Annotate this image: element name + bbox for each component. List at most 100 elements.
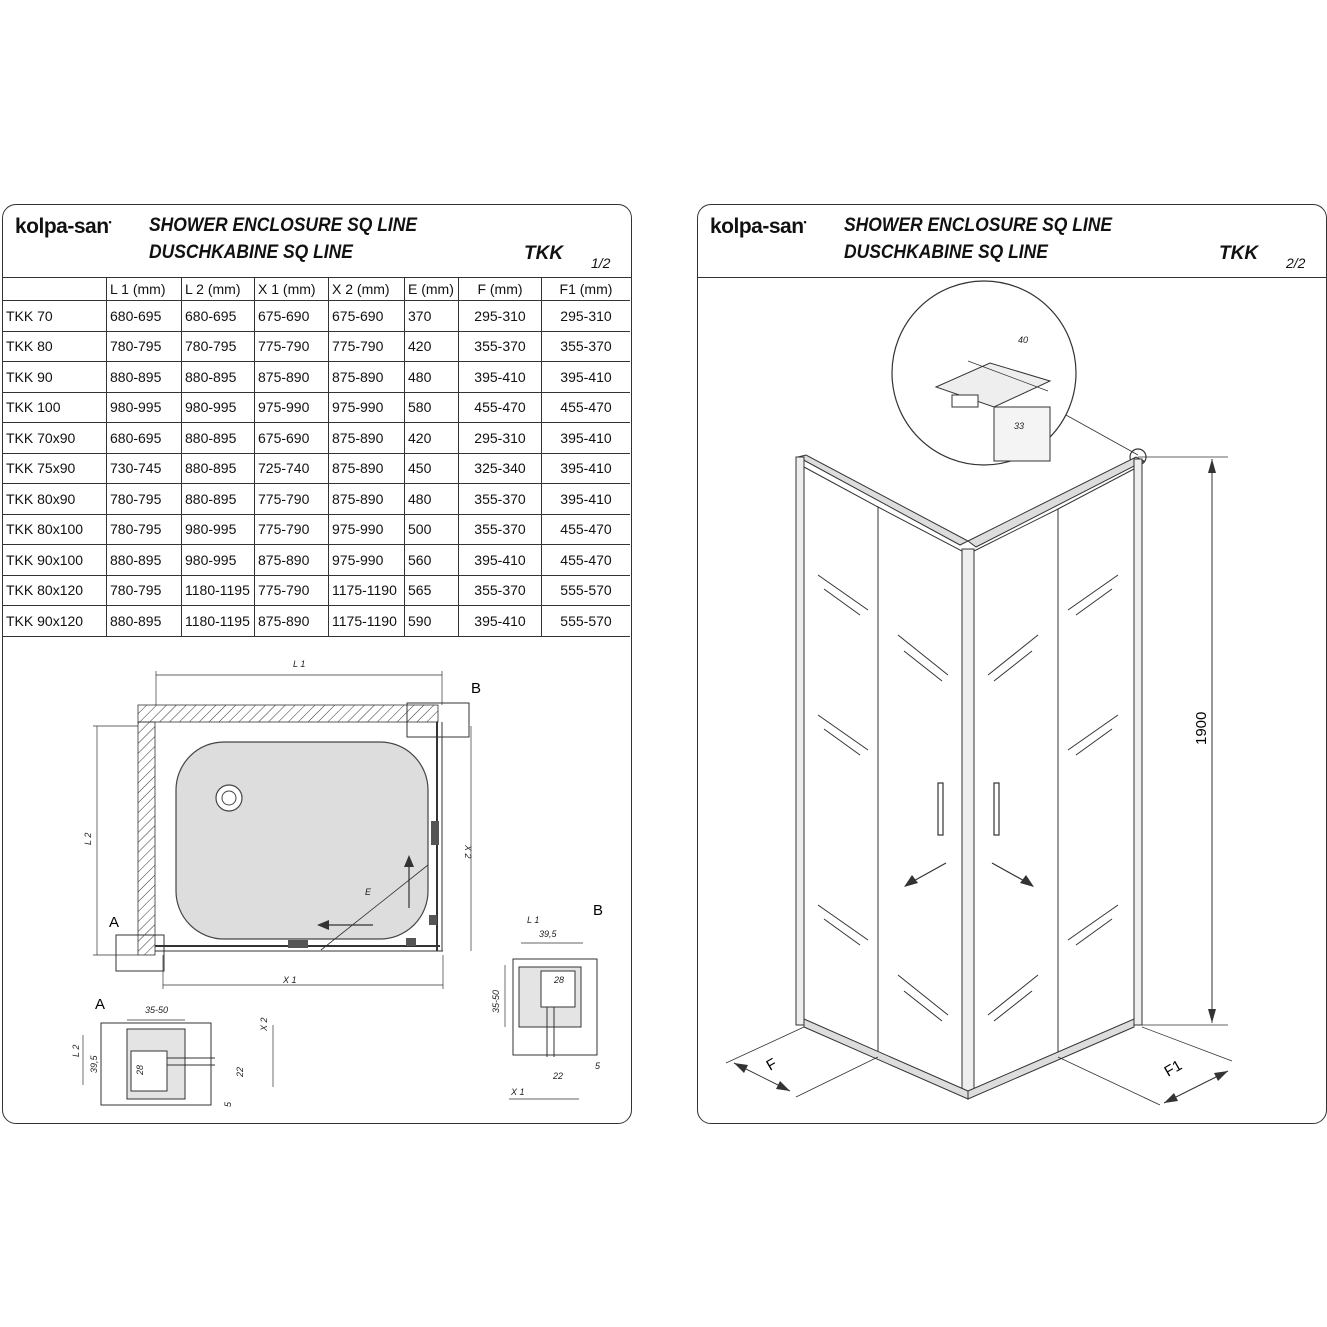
door-handle-right bbox=[993, 782, 1000, 836]
floor-plan-drawing: E L 1 L 2 X 2 X 1 A B A 35-50 L 2 39,5 2… bbox=[71, 659, 603, 1107]
value-cell: 395-410 bbox=[458, 544, 542, 576]
f1-ext-1 bbox=[1141, 1026, 1233, 1062]
label-l2: L 2 bbox=[83, 833, 93, 845]
brand-logo: kolpa-san• bbox=[710, 215, 807, 238]
value-cell: 775-790 bbox=[328, 330, 405, 362]
detail-a-g: 22 bbox=[235, 1067, 245, 1078]
spec-sheet-page-1: kolpa-san• SHOWER ENCLOSURE SQ LINE DUSC… bbox=[2, 204, 632, 1124]
value-cell: 395-410 bbox=[541, 483, 630, 515]
label-x2: X 2 bbox=[463, 844, 473, 859]
brand-text: kolpa-san bbox=[15, 215, 109, 238]
value-cell: 395-410 bbox=[541, 452, 630, 484]
value-cell: 450 bbox=[404, 452, 459, 484]
detail-b-g: 22 bbox=[552, 1071, 563, 1081]
post-right bbox=[1133, 458, 1143, 1026]
dimension-table: L 1 (mm) L 2 (mm) X 1 (mm) X 2 (mm) E (m… bbox=[3, 278, 630, 637]
value-cell: 395-410 bbox=[458, 361, 542, 393]
value-cell: 880-895 bbox=[106, 605, 182, 637]
value-cell: 980-995 bbox=[181, 513, 255, 545]
value-cell: 780-795 bbox=[106, 513, 182, 545]
detail-a-channel bbox=[130, 1050, 168, 1092]
value-cell: 875-890 bbox=[328, 452, 405, 484]
value-cell: 355-370 bbox=[458, 513, 542, 545]
title-en: SHOWER ENCLOSURE SQ LINE bbox=[844, 215, 1113, 236]
value-cell: 555-570 bbox=[541, 574, 630, 606]
post-left bbox=[795, 456, 805, 1026]
handle-side bbox=[431, 821, 439, 845]
value-cell: 325-340 bbox=[458, 452, 542, 484]
f1-ext-2 bbox=[1057, 1056, 1161, 1106]
panel-right-fixed bbox=[1057, 468, 1135, 1058]
f1-label: F1 bbox=[1162, 1057, 1186, 1080]
dim-e-line bbox=[320, 864, 429, 951]
model-cell: TKK 90x120 bbox=[3, 605, 107, 637]
f-label: F bbox=[764, 1055, 780, 1074]
model-cell: TKK 80 bbox=[3, 330, 107, 362]
detail-a-h: 39,5 bbox=[89, 1054, 99, 1073]
value-cell: 975-990 bbox=[328, 391, 405, 423]
value-cell: 775-790 bbox=[254, 330, 329, 362]
brand-logo: kolpa-san• bbox=[15, 215, 112, 238]
value-cell: 975-990 bbox=[328, 513, 405, 545]
value-cell: 730-745 bbox=[106, 452, 182, 484]
detail-a-p: 28 bbox=[135, 1065, 145, 1076]
value-cell: 455-470 bbox=[541, 513, 630, 545]
value-cell: 565 bbox=[404, 574, 459, 606]
arrow-head-up bbox=[404, 855, 414, 867]
value-cell: 1180-1195 bbox=[181, 605, 255, 637]
f1-arrow-2 bbox=[1164, 1093, 1178, 1103]
profile-channel bbox=[951, 394, 979, 408]
roller-front bbox=[406, 938, 416, 946]
callout-b-box bbox=[406, 702, 470, 738]
value-cell: 675-690 bbox=[328, 300, 405, 332]
value-cell: 355-370 bbox=[458, 330, 542, 362]
label-x1: X 1 bbox=[282, 975, 297, 985]
shower-tray bbox=[175, 741, 429, 940]
value-cell: 355-370 bbox=[541, 330, 630, 362]
value-cell: 880-895 bbox=[181, 452, 255, 484]
glass-reflections bbox=[817, 574, 1119, 1022]
height-label: 1900 bbox=[1193, 712, 1210, 745]
model-cell: TKK 80x120 bbox=[3, 574, 107, 606]
detail-b-s: 5 bbox=[595, 1061, 601, 1071]
value-cell: 295-310 bbox=[458, 300, 542, 332]
callout-a-label: A bbox=[109, 914, 119, 931]
detail-b-h: 35-50 bbox=[491, 990, 501, 1013]
profile-dim-a-label: 40 bbox=[1018, 335, 1028, 345]
value-cell: 395-410 bbox=[541, 361, 630, 393]
value-cell: 355-370 bbox=[458, 574, 542, 606]
value-cell: 455-470 bbox=[541, 544, 630, 576]
post-corner bbox=[961, 548, 975, 1095]
label-l1: L 1 bbox=[293, 659, 305, 669]
arrow-open-left-head bbox=[904, 875, 918, 887]
value-cell: 975-990 bbox=[254, 391, 329, 423]
detail-a-w: 35-50 bbox=[145, 1005, 168, 1015]
value-cell: 1175-1190 bbox=[328, 574, 405, 606]
value-cell: 875-890 bbox=[254, 605, 329, 637]
f-arrow-2 bbox=[776, 1081, 790, 1091]
handle-front bbox=[288, 940, 308, 948]
f-ext-2 bbox=[795, 1056, 879, 1098]
value-cell: 780-795 bbox=[181, 330, 255, 362]
detail-a-label: A bbox=[95, 996, 105, 1013]
value-cell: 395-410 bbox=[458, 605, 542, 637]
table-header-row: L 1 (mm) L 2 (mm) X 1 (mm) X 2 (mm) E (m… bbox=[3, 278, 630, 301]
product-code: TKK bbox=[524, 243, 564, 264]
drain-icon bbox=[215, 784, 243, 812]
detail-b-channel bbox=[540, 970, 576, 1008]
model-cell: TKK 90 bbox=[3, 361, 107, 393]
value-cell: 370 bbox=[404, 300, 459, 332]
page-number: 2/2 bbox=[1286, 255, 1306, 271]
detail-a-l2: L 2 bbox=[71, 1045, 81, 1057]
value-cell: 560 bbox=[404, 544, 459, 576]
value-cell: 775-790 bbox=[254, 483, 329, 515]
label-e: E bbox=[365, 887, 372, 897]
value-cell: 680-695 bbox=[181, 300, 255, 332]
detail-leader-line bbox=[1065, 414, 1139, 456]
profile-dim-a bbox=[967, 360, 1049, 392]
model-cell: TKK 80x90 bbox=[3, 483, 107, 515]
